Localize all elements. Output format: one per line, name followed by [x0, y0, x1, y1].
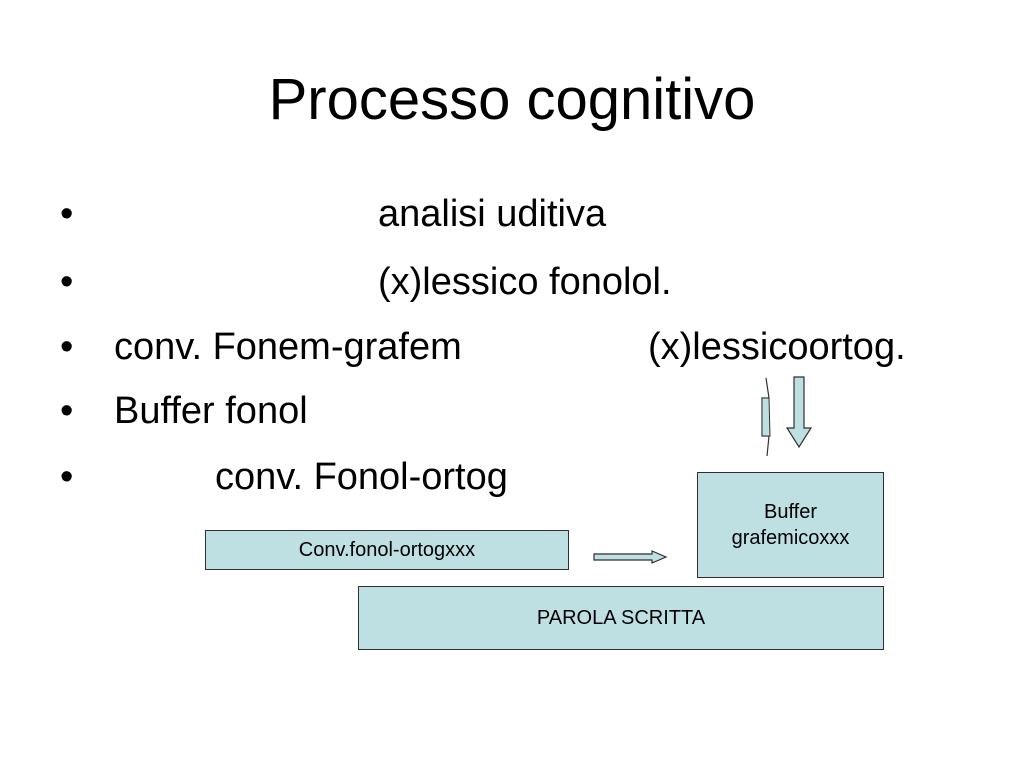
parola-scritta-label: PAROLA SCRITTA: [536, 607, 706, 629]
bullet-dot: •: [60, 326, 74, 368]
bullet-text: conv. Fonol-ortog: [215, 456, 508, 498]
right-arrow-icon: [593, 550, 668, 564]
lightning-connector-icon: [761, 377, 770, 457]
buffer-grafemico-label-line1: Buffer: [764, 501, 817, 523]
bullet-dot: •: [60, 193, 74, 235]
parola-scritta-box: PAROLA SCRITTA: [358, 586, 884, 650]
lightning-connector-fill: [761, 397, 771, 437]
conv-fonol-ortog-box: Conv.fonol-ortogxxx: [205, 530, 569, 570]
bullet-text: analisi uditiva: [378, 193, 607, 235]
bullet-text-lessico-ortografico: (x)lessicoortog.: [648, 326, 906, 368]
bullet-dot: •: [60, 261, 74, 303]
buffer-grafemico-label-line2: grafemicoxxx: [731, 527, 850, 549]
conv-fonol-ortog-label: Conv.fonol-ortogxxx: [298, 539, 476, 561]
bullet-dot: •: [60, 456, 74, 498]
slide-title: Processo cognitivo: [268, 67, 756, 132]
bullet-text: conv. Fonem-grafem: [114, 326, 462, 368]
buffer-grafemico-box: Buffer grafemicoxxx: [697, 472, 884, 578]
bullet-text: (x)lessico fonolol.: [378, 261, 672, 303]
down-arrow-icon: [785, 376, 813, 449]
bullet-dot: •: [60, 390, 74, 432]
bullet-text: Buffer fonol: [114, 390, 308, 432]
